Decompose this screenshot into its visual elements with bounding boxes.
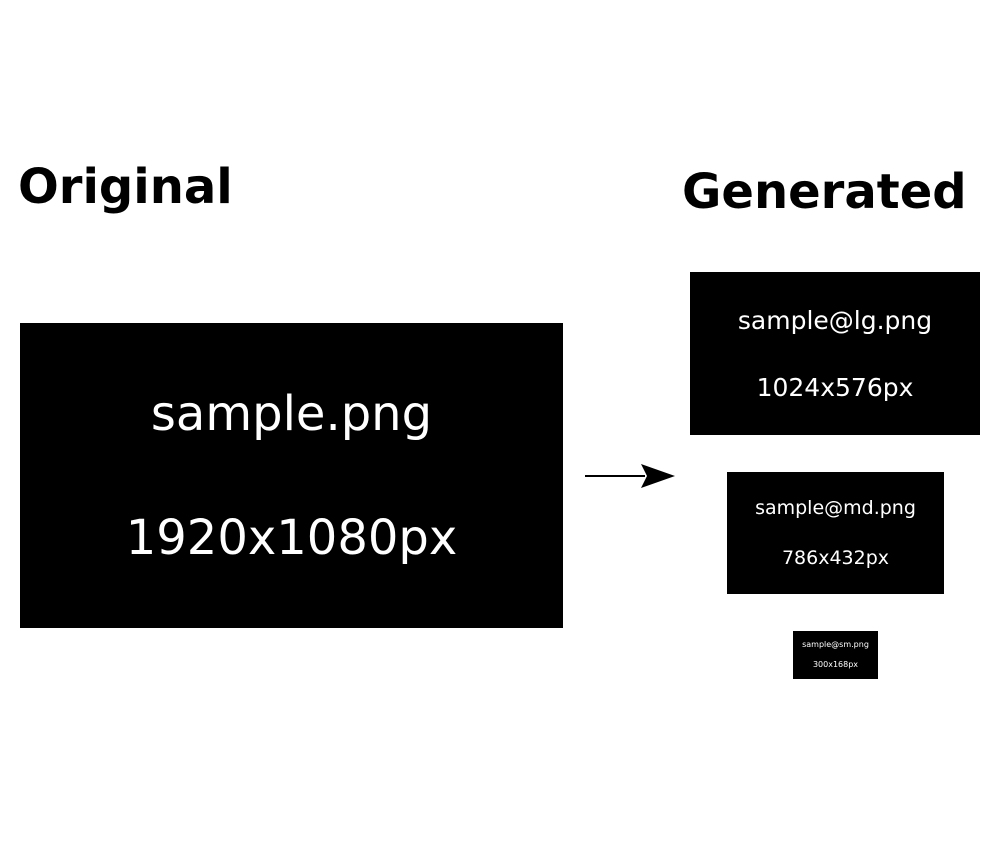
generated-file-name-sm: sample@sm.png bbox=[802, 640, 869, 649]
original-heading: Original bbox=[18, 159, 233, 215]
original-file-name: sample.png bbox=[150, 385, 433, 442]
arrow-head bbox=[641, 464, 675, 488]
generated-image-box-sm: sample@sm.png 300x168px bbox=[793, 631, 878, 679]
generated-image-box-md: sample@md.png 786x432px bbox=[727, 472, 944, 594]
generated-file-name-md: sample@md.png bbox=[755, 496, 916, 519]
generated-dimensions-md: 786x432px bbox=[781, 546, 890, 569]
generated-heading: Generated bbox=[682, 164, 967, 220]
original-image-box: sample.png 1920x1080px bbox=[20, 323, 563, 628]
generated-dimensions-sm: 300x168px bbox=[812, 660, 859, 669]
generated-dimensions-lg: 1024x576px bbox=[756, 372, 914, 402]
right-arrow-icon bbox=[585, 464, 675, 488]
original-dimensions: 1920x1080px bbox=[125, 509, 458, 566]
generated-file-name-lg: sample@lg.png bbox=[737, 305, 933, 335]
generated-image-box-lg: sample@lg.png 1024x576px bbox=[690, 272, 980, 435]
